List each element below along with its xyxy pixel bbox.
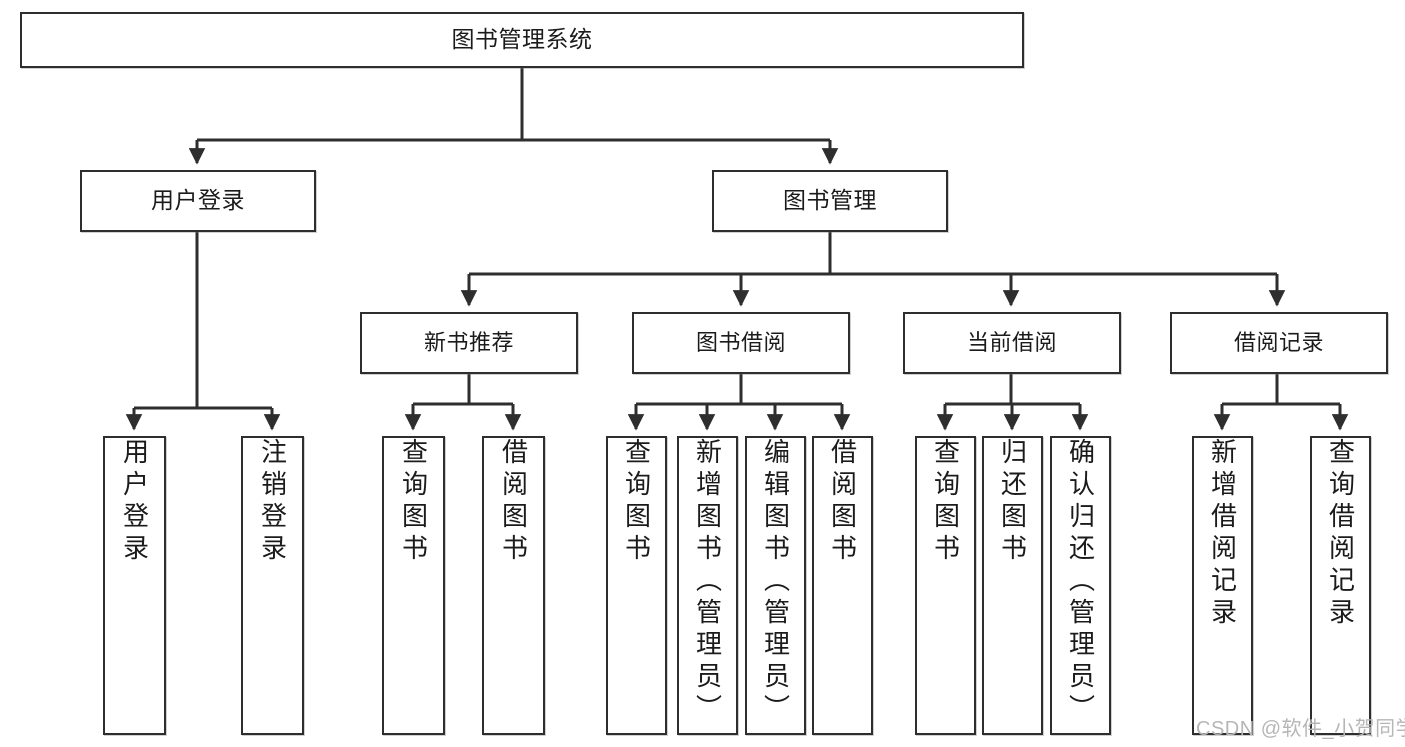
node-leaf-newbook-borrow-label: 借阅图书 — [498, 438, 529, 566]
node-book-borrow-label: 图书借阅 — [695, 329, 786, 355]
node-leaf-record-add-label: 新增借阅记录 — [1207, 438, 1238, 630]
node-leaf-borrow-add[interactable]: 新增图书（管理员） — [677, 436, 738, 735]
node-root-label: 图书管理系统 — [451, 26, 593, 53]
node-leaf-borrow-do[interactable]: 借阅图书 — [812, 436, 873, 735]
node-leaf-borrow-edit[interactable]: 编辑图书（管理员） — [745, 436, 806, 735]
node-user-login-label: 用户登录 — [151, 187, 245, 214]
node-leaf-borrow-query[interactable]: 查询图书 — [606, 436, 667, 735]
node-leaf-current-query[interactable]: 查询图书 — [915, 436, 976, 735]
node-leaf-current-return[interactable]: 归还图书 — [982, 436, 1043, 735]
node-leaf-user-login[interactable]: 用户登录 — [103, 436, 166, 735]
node-leaf-borrow-query-label: 查询图书 — [621, 438, 652, 566]
node-leaf-borrow-edit-label: 编辑图书（管理员） — [760, 438, 791, 726]
node-user-login[interactable]: 用户登录 — [80, 170, 316, 232]
node-leaf-record-query-label: 查询借阅记录 — [1325, 438, 1356, 630]
node-leaf-current-confirm[interactable]: 确认归还（管理员） — [1050, 436, 1111, 735]
node-leaf-record-query[interactable]: 查询借阅记录 — [1310, 436, 1371, 735]
node-leaf-borrow-do-label: 借阅图书 — [827, 438, 858, 566]
node-borrow-record-label: 借阅记录 — [1233, 329, 1324, 355]
node-leaf-user-login-label: 用户登录 — [119, 438, 150, 566]
node-current-borrow-label: 当前借阅 — [966, 329, 1057, 355]
node-root[interactable]: 图书管理系统 — [20, 12, 1024, 68]
node-book-manage-label: 图书管理 — [783, 187, 877, 214]
node-book-manage[interactable]: 图书管理 — [712, 170, 948, 232]
node-leaf-newbook-query-label: 查询图书 — [398, 438, 429, 566]
node-leaf-current-query-label: 查询图书 — [930, 438, 961, 566]
node-book-borrow[interactable]: 图书借阅 — [632, 312, 850, 374]
node-leaf-record-add[interactable]: 新增借阅记录 — [1192, 436, 1253, 735]
node-leaf-borrow-add-label: 新增图书（管理员） — [692, 438, 723, 726]
node-borrow-record[interactable]: 借阅记录 — [1170, 312, 1388, 374]
node-leaf-logout-label: 注销登录 — [257, 438, 288, 566]
node-leaf-current-return-label: 归还图书 — [997, 438, 1028, 566]
node-new-book-recommend[interactable]: 新书推荐 — [360, 312, 578, 374]
node-current-borrow[interactable]: 当前借阅 — [903, 312, 1121, 374]
node-new-book-recommend-label: 新书推荐 — [423, 329, 514, 355]
csdn-watermark: CSDN @软件_小贺同学 — [1196, 718, 1405, 740]
node-leaf-logout[interactable]: 注销登录 — [241, 436, 304, 735]
node-leaf-current-confirm-label: 确认归还（管理员） — [1065, 438, 1096, 726]
node-leaf-newbook-borrow[interactable]: 借阅图书 — [482, 436, 545, 735]
node-leaf-newbook-query[interactable]: 查询图书 — [382, 436, 445, 735]
